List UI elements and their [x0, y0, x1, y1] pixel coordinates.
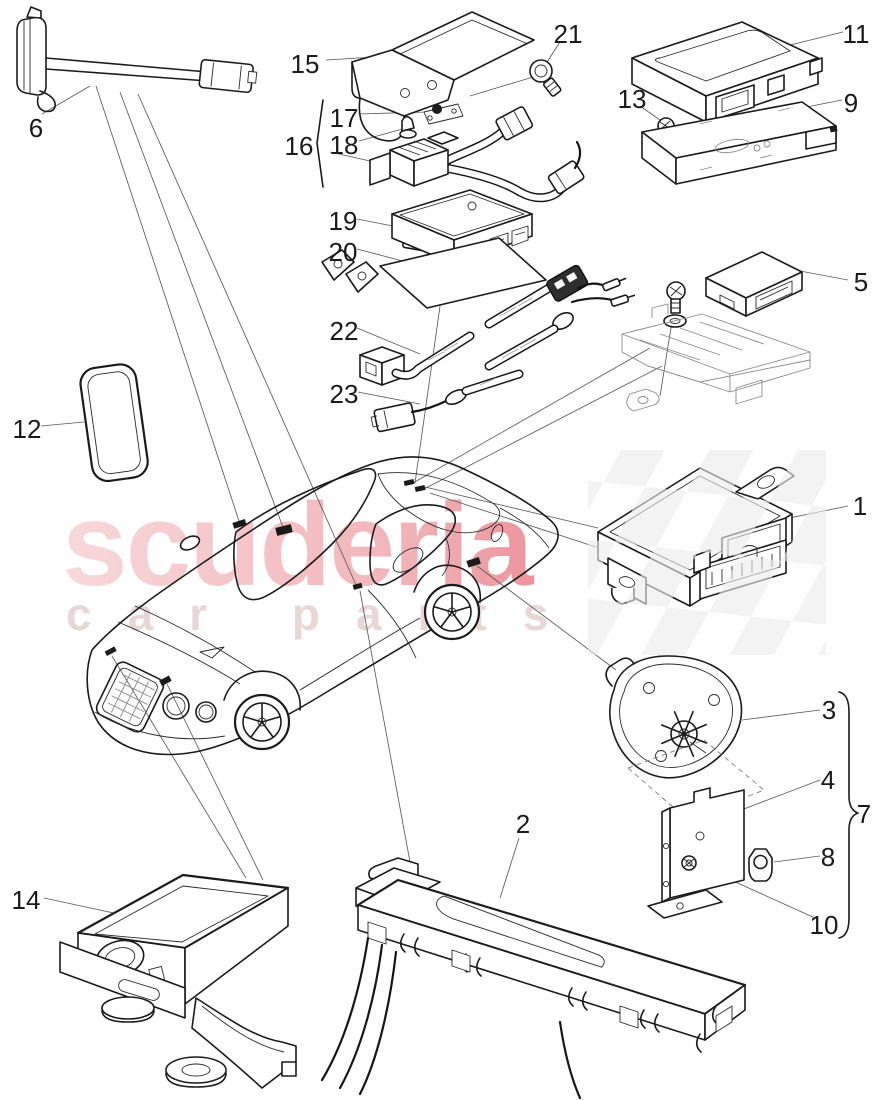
- callout-18: 18: [330, 130, 359, 160]
- callout-11: 11: [843, 19, 870, 49]
- part-2-control-unit-long: [320, 857, 747, 1100]
- callout-19: 19: [329, 206, 358, 236]
- callout-9: 9: [844, 88, 858, 118]
- part-9-bracket-tray: [641, 101, 838, 185]
- callout-13: 13: [618, 84, 647, 114]
- callout-23: 23: [330, 379, 359, 409]
- callout-17: 17: [330, 103, 359, 133]
- callout-8: 8: [821, 842, 835, 872]
- brand-watermark: scuderia car parts: [62, 479, 584, 640]
- callout-6: 6: [29, 113, 43, 143]
- part-21-screw: [529, 59, 562, 97]
- callout-10: 10: [810, 910, 839, 940]
- part-14-bracket-assembly: [59, 873, 297, 1089]
- callout-labels: 6 15 21 17 18 16 11 13 9 19 20 22 23 12 …: [12, 19, 872, 940]
- callout-7: 7: [857, 799, 871, 829]
- part-12-adhesive-pad: [79, 363, 149, 483]
- callout-20: 20: [329, 237, 358, 267]
- antenna-lead-assembly: [484, 264, 636, 371]
- callout-2: 2: [516, 809, 530, 839]
- part-5-mounting-bracket: [621, 303, 811, 412]
- callout-1: 1: [853, 491, 867, 521]
- part-22-wiring-harness: [359, 331, 475, 386]
- part-11-control-unit: [631, 21, 823, 123]
- part-5-control-module: [705, 251, 803, 317]
- leader-lines: [40, 31, 849, 921]
- callout-16: 16: [285, 131, 314, 161]
- callout-7-brace: [838, 691, 859, 939]
- sensor-location-marks: [104, 479, 481, 686]
- front-wheel: [233, 693, 291, 751]
- car-illustration: [86, 456, 559, 756]
- rear-wheel: [423, 583, 481, 641]
- callout-15: 15: [291, 49, 320, 79]
- part-5-screw-and-washer: [663, 281, 687, 328]
- part-23-wiring-harness: [370, 369, 524, 433]
- part-8-nut: [748, 848, 773, 882]
- callout-22: 22: [330, 316, 359, 346]
- callout-5: 5: [854, 267, 868, 297]
- callout-16-bracket: [316, 99, 324, 188]
- part-3-alarm-siren: [605, 655, 765, 821]
- callout-4: 4: [821, 765, 835, 795]
- part-10-nut-small: [681, 855, 697, 871]
- part-20-mounting-pad: [379, 237, 547, 309]
- checker-watermark: [588, 450, 826, 655]
- watermark-tagline-text: car parts: [66, 588, 584, 640]
- callout-12: 12: [13, 414, 42, 444]
- callout-14: 14: [12, 885, 41, 915]
- part-17-clip: [423, 103, 464, 125]
- part-6-interior-monitoring-sensor: [16, 6, 258, 113]
- callout-3: 3: [822, 695, 836, 725]
- callout-21: 21: [554, 19, 583, 49]
- part-16-wiring-set: [316, 99, 585, 254]
- part-18-grommet: [399, 115, 417, 139]
